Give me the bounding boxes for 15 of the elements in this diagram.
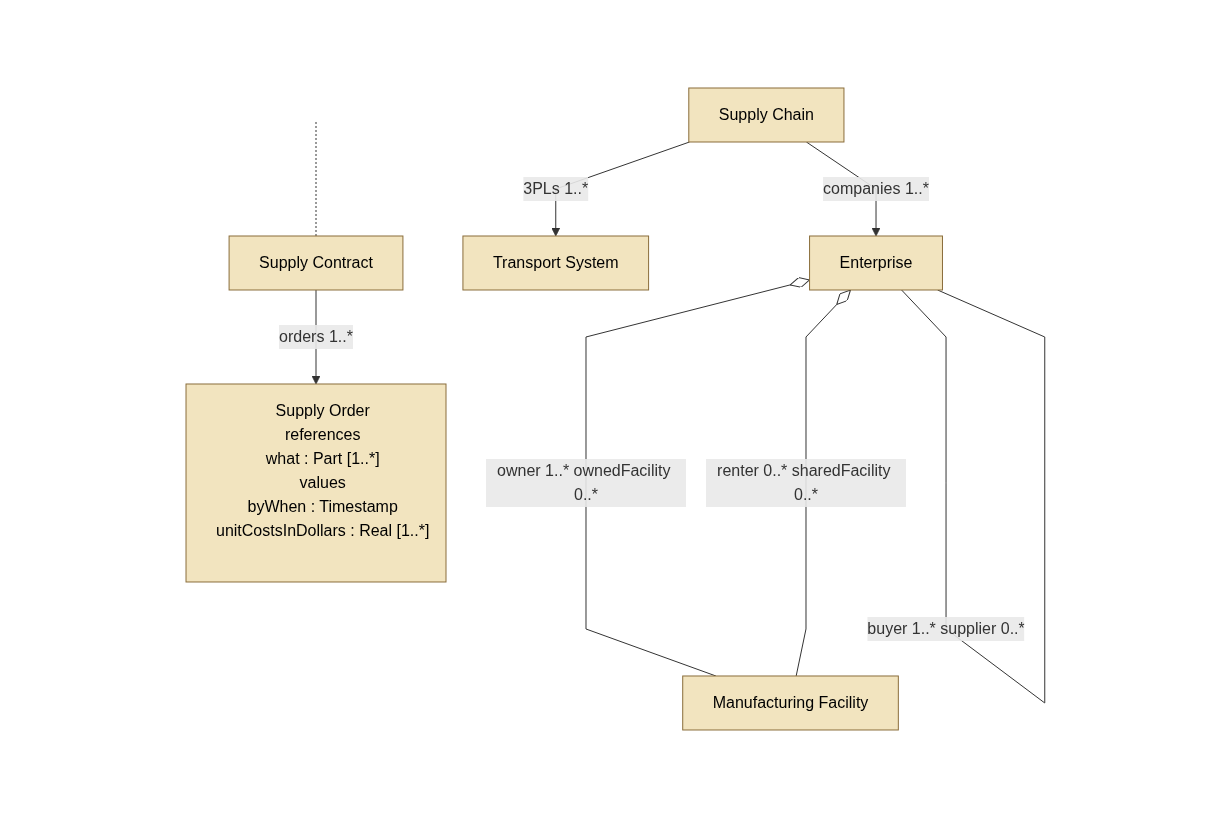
- edge-label: 3PLs 1..*: [522, 179, 588, 197]
- edge-label: buyer 1..* supplier 0..*: [866, 619, 1025, 637]
- edge-label: renter 0..* sharedFacility 0..*: [716, 461, 891, 503]
- node-box: Manufacturing Facility: [681, 675, 899, 730]
- connector: [900, 289, 1045, 703]
- node-box: Transport System: [462, 235, 649, 290]
- connector: [795, 289, 851, 676]
- node-box: Supply Contract: [228, 235, 403, 290]
- edge-label: owner 1..* ownedFacility 0..*: [496, 461, 671, 503]
- node-box: Enterprise: [808, 235, 943, 290]
- edge-label: orders 1..*: [278, 327, 353, 345]
- connector: [585, 276, 810, 676]
- node-box: Supply Chain: [687, 87, 844, 142]
- node-box: Supply Order references what : Part [1..*] values byWhen : Timestamp unitCostsInDollars : Real [1..*]: [185, 383, 447, 582]
- edge-label: companies 1..*: [822, 179, 929, 197]
